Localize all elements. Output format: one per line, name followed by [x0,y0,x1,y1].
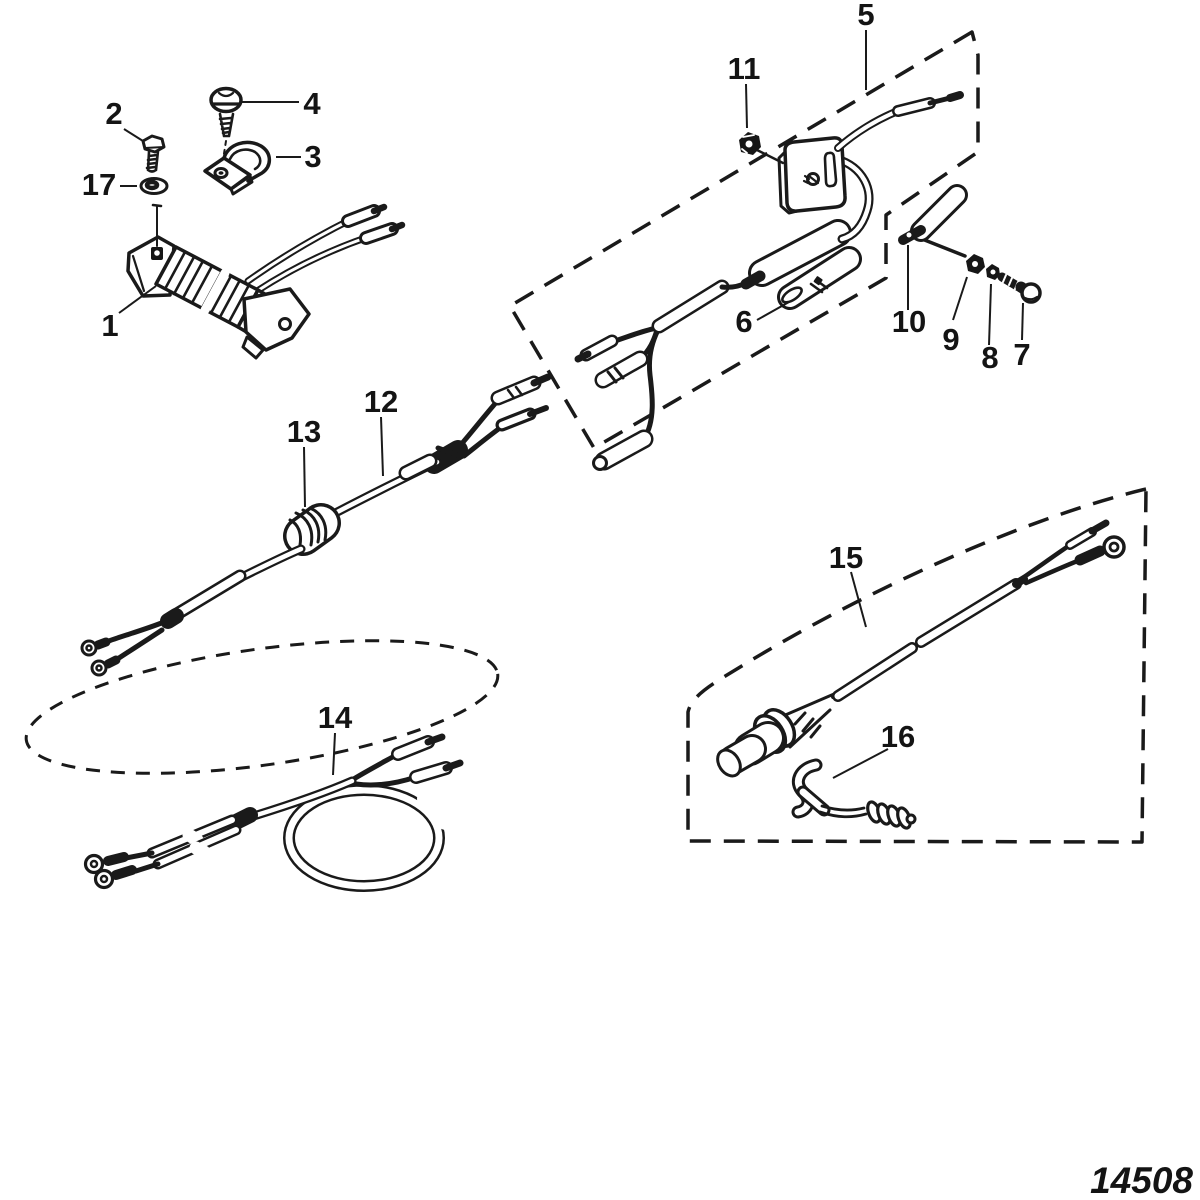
ring-terminal [90,659,108,677]
part-17-washer [139,177,169,195]
alignment-line [755,148,785,165]
part-13-grommet [283,503,341,556]
wire [641,327,661,442]
callout-3: 3 [304,139,321,174]
tape-wrap [160,608,184,629]
callout-17: 17 [82,167,116,202]
wire [455,395,503,451]
callout-7: 7 [1013,337,1030,372]
capacitor-end-tip [740,270,766,290]
leader-16 [832,748,889,779]
part-15-switch-harness [716,519,1126,778]
remote-grouping-ellipse [24,639,500,775]
fuse-end-cap [781,286,803,304]
part-1-connector-block [126,203,406,360]
leader-1 [118,285,157,314]
part-3-cable-clamp [203,140,272,196]
callout-leader-lines [118,30,1024,779]
wire [353,774,419,788]
callout-14: 14 [318,700,353,735]
wire [609,325,660,345]
part-16-clamp-spring [791,758,917,830]
leader-7 [1021,302,1024,341]
part-5-ignition-harness [574,91,964,471]
part-6-fuse [777,246,862,310]
part-12-harness-cable [80,373,552,677]
sleeve-tip [898,225,926,245]
callout-16: 16 [881,719,915,754]
sleeve-open-end [592,455,608,471]
coil-spring [866,800,917,830]
callout-8: 8 [981,340,998,375]
callout-10: 10 [892,304,926,339]
part-10-sleeve [898,184,968,258]
part-2-bolt [141,134,166,173]
part-9-nut [966,254,985,274]
part-14-jumper-harness [83,733,464,892]
leader-2 [123,128,144,142]
assembly-box-5-outline [508,30,980,450]
callout-12: 12 [364,384,398,419]
ring-terminal [83,853,105,875]
leader-14 [332,732,336,776]
part-7-screw [997,272,1042,304]
callout-1: 1 [101,308,118,343]
wire [349,751,401,783]
leader-6 [756,301,790,321]
bullet-tip [946,91,964,102]
callout-4: 4 [303,86,321,121]
callout-13: 13 [287,414,321,449]
clamp-tail [818,804,868,819]
mounting-tab [242,287,311,352]
assembly-box-15-outline [686,487,1148,844]
leader-12 [380,416,384,477]
ring-terminal [80,639,98,657]
bullet-tip [1088,519,1110,535]
part-4-screw [209,86,243,161]
drawing-number: 14508 [1090,1160,1193,1200]
leader-8 [988,283,992,346]
callout-labels: 1 2 3 4 5 6 7 8 9 10 11 12 13 14 15 16 1… [82,0,1031,754]
callout-9: 9 [942,322,959,357]
wire-boot [781,692,836,749]
callout-2: 2 [105,96,122,131]
leader-11 [745,83,748,129]
callout-11: 11 [728,51,761,86]
leader-15 [850,571,867,628]
callout-6: 6 [735,304,752,339]
ring-terminal [93,868,115,890]
part-11-nut [739,132,785,165]
callout-15: 15 [829,540,863,575]
crimp [1074,545,1106,566]
screw-insert-dashed-line [222,140,227,161]
callout-5: 5 [857,0,874,32]
leader-13 [303,446,306,508]
module-slot [823,151,838,188]
part-8-nut [986,264,1000,280]
tape-wrap [228,807,258,830]
leader-9 [952,276,968,321]
ring-terminal [1102,535,1126,559]
